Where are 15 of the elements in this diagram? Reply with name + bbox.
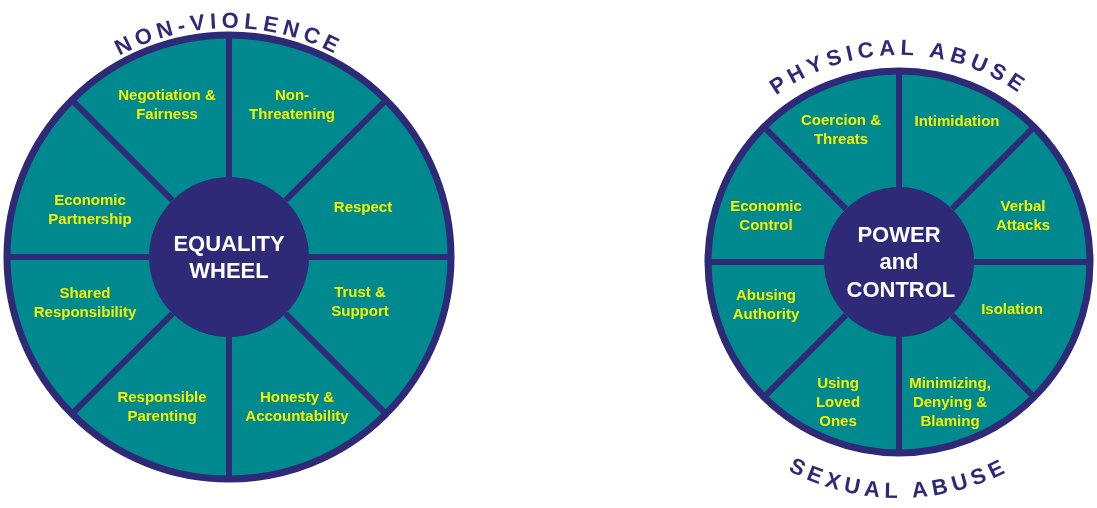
segment-label: Economic Partnership [40,191,140,229]
segment-label: Minimizing, Denying & Blaming [902,373,998,431]
segment-label: Trust & Support [325,283,395,321]
segment-label: Responsible Parenting [112,388,212,426]
segment-label: Using Loved Ones [810,373,866,431]
segment-label: Coercion & Threats [801,111,881,149]
segment-label: Respect [318,197,408,217]
segment-label: Shared Responsibility [27,284,143,322]
segment-label: Economic Control [726,197,806,235]
segment-label: Non-Threatening [242,86,342,124]
segment-label: Abusing Authority [726,286,806,324]
segment-label: Verbal Attacks [988,197,1058,235]
segment-label: Honesty & Accountability [234,388,360,426]
segment-label: Negotiation & Fairness [117,86,217,124]
segment-label: Intimidation [902,111,1012,131]
